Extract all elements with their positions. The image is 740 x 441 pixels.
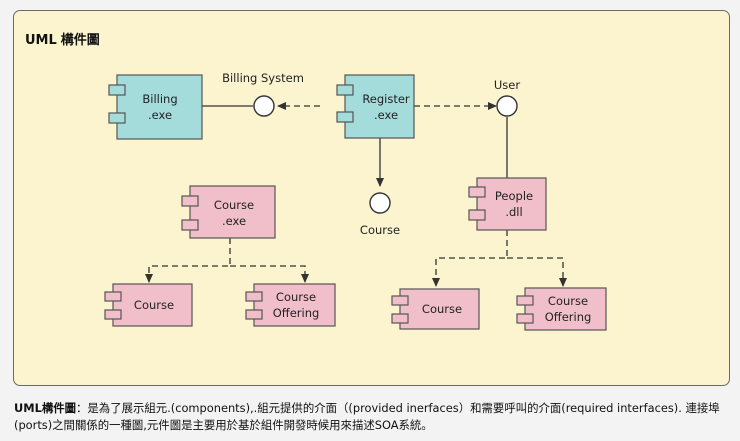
port-icon: [468, 186, 486, 198]
component-offering-left: Course Offering: [245, 283, 336, 327]
port-icon: [181, 219, 199, 231]
component-course-right-name: Course: [422, 302, 462, 316]
component-offering-left-name2: Offering: [273, 306, 320, 320]
component-register: Register .exe: [336, 74, 415, 139]
course-interface-label: Course: [360, 223, 400, 237]
component-course-right: Course: [391, 288, 480, 330]
component-course-left-name: Course: [134, 298, 174, 312]
port-icon: [245, 291, 263, 302]
port-icon: [104, 309, 122, 320]
component-register-ext: .exe: [374, 108, 398, 122]
port-icon: [391, 295, 409, 306]
port-icon: [104, 291, 122, 302]
port-icon: [108, 84, 126, 96]
billing-system-label: Billing System: [222, 71, 304, 85]
component-offering-right-name: Course: [548, 294, 588, 308]
port-icon: [336, 84, 354, 96]
course-exe-dependency-right: [230, 265, 309, 283]
component-people-ext: .dll: [505, 205, 522, 219]
port-icon: [516, 313, 534, 324]
port-icon: [245, 309, 263, 320]
component-people: People .dll: [468, 177, 547, 231]
port-icon: [108, 112, 126, 124]
component-course-exe-ext: .exe: [222, 214, 246, 228]
caption-text: ：是為了展示組元.(components),.組元提供的介面（(provided…: [14, 401, 720, 432]
billing-system-interface: [253, 95, 275, 117]
diagram-caption: UML構件圖：是為了展示組元.(components),.組元提供的介面（(pr…: [14, 400, 730, 434]
component-billing-name: Billing: [142, 92, 177, 106]
component-course-exe-name: Course: [214, 198, 254, 212]
port-icon: [516, 295, 534, 306]
user-interface: [496, 95, 518, 117]
caption-lead: UML構件圖: [14, 401, 77, 415]
component-people-name: People: [495, 189, 533, 203]
course-interface: [369, 192, 391, 214]
component-offering-right-name2: Offering: [545, 310, 592, 324]
component-course-exe: Course .exe: [181, 185, 276, 239]
component-register-name: Register: [362, 92, 410, 106]
component-offering-right: Course Offering: [516, 287, 607, 331]
course-exe-dependency-left: [145, 238, 231, 283]
people-dependency-left: [432, 230, 508, 287]
port-icon: [336, 111, 354, 123]
port-icon: [181, 195, 199, 207]
component-billing-ext: .exe: [148, 108, 172, 122]
people-dependency-right: [507, 257, 567, 287]
port-icon: [468, 209, 486, 221]
component-billing: Billing .exe: [108, 74, 203, 140]
port-icon: [391, 313, 409, 324]
connectors: [145, 102, 567, 287]
user-label: User: [494, 78, 520, 92]
component-course-left: Course: [104, 283, 193, 327]
component-offering-left-name: Course: [276, 290, 316, 304]
